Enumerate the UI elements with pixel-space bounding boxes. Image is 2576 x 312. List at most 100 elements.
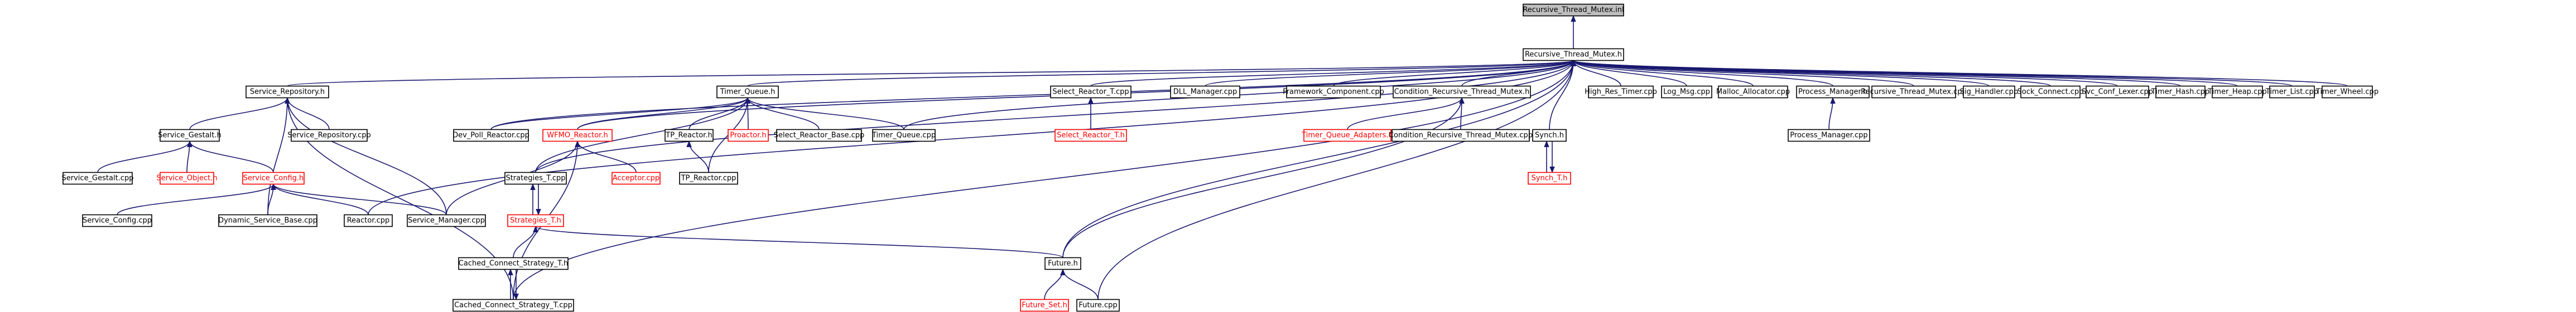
node-pm-h[interactable]: Process_Manager.h (1796, 85, 1870, 99)
node-tp-cpp[interactable]: TP_Reactor.cpp (679, 172, 738, 185)
node-future-h[interactable]: Future.h (1044, 257, 1081, 270)
node-twheel[interactable]: Timer_Wheel.cpp (2315, 85, 2378, 99)
node-label: Dev_Poll_Reactor.cpp (452, 131, 529, 140)
node-label: Framework_Component.cpp (1283, 88, 1384, 96)
node-tqa[interactable]: Timer_Queue_Adapters.h (1301, 129, 1393, 142)
node-hrt[interactable]: High_Res_Timer.cpp (1585, 85, 1657, 99)
node-tp-h[interactable]: TP_Reactor.h (665, 129, 714, 142)
arrowhead-n_tp_cpp-to-n_tp_h (686, 140, 692, 147)
node-label: Timer_Queue.h (720, 88, 776, 96)
node-svc-lexer[interactable]: Svc_Conf_Lexer.cpp (2082, 85, 2153, 99)
node-box (1523, 3, 1624, 17)
node-future-set[interactable]: Future_Set.h (1020, 299, 1069, 312)
edge-n_pm_h-to-n_rtm_h (1573, 60, 1833, 87)
node-box (82, 214, 152, 227)
node-label: Select_Reactor_T.h (1057, 131, 1125, 140)
arrowhead-n_ccs_cpp-to-n_srep_h (285, 97, 290, 104)
node-sock[interactable]: Sock_Connect.cpp (2018, 85, 2084, 99)
node-rtm-cpp[interactable]: Recursive_Thread_Mutex.cpp (1861, 85, 1967, 99)
edge-n_dev_poll-to-n_tq_h (490, 97, 748, 130)
node-strat-h[interactable]: Strategies_T.h (507, 214, 564, 227)
node-box (1788, 129, 1870, 142)
node-proactor[interactable]: Proactor.h (728, 129, 769, 142)
node-label: Future_Set.h (1022, 301, 1067, 310)
node-reactor[interactable]: Reactor.cpp (344, 214, 393, 227)
edge-n_sc_h-to-n_sg_h (189, 141, 274, 173)
node-tq-cpp[interactable]: Timer_Queue.cpp (871, 129, 936, 142)
edge-n_strat_cpp-to-n_tq_h (535, 98, 748, 173)
node-srep-h[interactable]: Service_Repository.h (245, 85, 329, 99)
node-ccs-cpp[interactable]: Cached_Connect_Strategy_T.cpp (452, 299, 574, 312)
node-label: Timer_Heap.cpp (2207, 88, 2266, 96)
node-label: Timer_Wheel.cpp (2315, 88, 2378, 96)
node-box (1871, 85, 1956, 99)
node-box (507, 214, 564, 227)
edge-n_sm-to-n_sc_h (273, 184, 447, 215)
node-sc-cpp[interactable]: Service_Config.cpp (82, 214, 152, 227)
arrowhead-n_rtm_h-to-n_root (1571, 15, 1576, 22)
node-future-cpp[interactable]: Future.cpp (1076, 299, 1120, 312)
node-strat-cpp[interactable]: Strategies_T.cpp (504, 172, 567, 185)
node-sc-h[interactable]: Service_Config.h (242, 172, 305, 185)
node-label: Synch_T.h (1532, 174, 1568, 183)
node-srep-cpp[interactable]: Service_Repository.cpp (287, 129, 371, 142)
node-box (1044, 257, 1081, 270)
node-crtm-cpp[interactable]: Condition_Recursive_Thread_Mutex.cpp (1389, 129, 1533, 142)
node-ccs-h[interactable]: Cached_Connect_Strategy_T.h (458, 257, 569, 270)
node-box (2086, 85, 2149, 99)
node-so-h[interactable]: Service_Object.h (156, 172, 218, 185)
node-box (1718, 85, 1788, 99)
node-synch-h[interactable]: Synch.h (1532, 129, 1567, 142)
node-box (872, 129, 936, 142)
node-tlist[interactable]: Timer_List.cpp (2265, 85, 2318, 99)
node-sm[interactable]: Service_Manager.cpp (407, 214, 486, 227)
edge-n_sg_cpp-to-n_sg_h (97, 141, 190, 173)
node-malloc[interactable]: Malloc_Allocator.cpp (1716, 85, 1790, 99)
node-dev-poll[interactable]: Dev_Poll_Reactor.cpp (452, 129, 529, 142)
node-fw[interactable]: Framework_Component.cpp (1283, 85, 1384, 99)
node-sg-h[interactable]: Service_Gestalt.h (158, 129, 222, 142)
node-crtm-h[interactable]: Condition_Recursive_Thread_Mutex.h (1393, 85, 1531, 99)
node-box (1393, 85, 1531, 99)
node-wfmo-h[interactable]: WFMO_Reactor.h (542, 129, 613, 142)
node-acceptor[interactable]: Acceptor.cpp (612, 172, 661, 185)
node-srt-cpp[interactable]: Select_Reactor_T.cpp (1050, 85, 1131, 99)
node-srt-h[interactable]: Select_Reactor_T.h (1055, 129, 1127, 142)
node-dll[interactable]: DLL_Manager.cpp (1170, 85, 1240, 99)
node-box (1076, 299, 1120, 312)
edge-n_fw-to-n_rtm_h (1333, 60, 1574, 87)
node-label: Strategies_T.cpp (505, 174, 565, 183)
node-label: Process_Manager.cpp (1790, 131, 1867, 140)
node-box (245, 85, 329, 99)
node-label: Dynamic_Service_Base.cpp (218, 217, 317, 225)
node-srb[interactable]: Select_Reactor_Base.cpp (774, 129, 865, 142)
node-tq-h[interactable]: Timer_Queue.h (716, 85, 779, 99)
edge-n_svc_lexer-to-n_rtm_h (1573, 60, 2118, 87)
node-synch-t[interactable]: Synch_T.h (1528, 172, 1571, 185)
arrowhead-n_synch_h-to-n_synch_t (1549, 167, 1555, 173)
node-sig[interactable]: Sig_Handler.cpp (1960, 85, 2018, 99)
node-label: Proactor.h (730, 131, 766, 140)
edge-n_future_h-to-n_rtm_h (1062, 60, 1574, 258)
node-dsb[interactable]: Dynamic_Service_Base.cpp (218, 214, 317, 227)
edge-n_twheel-to-n_rtm_h (1573, 60, 2348, 87)
node-label: Cached_Connect_Strategy_T.cpp (454, 301, 572, 310)
node-label: Service_Repository.h (250, 88, 325, 96)
node-rtm-h[interactable]: Recursive_Thread_Mutex.h (1523, 48, 1624, 61)
edge-n_srep_h-to-n_rtm_h (287, 60, 1574, 87)
arrowhead-n_ccs_cpp-to-n_wfmo_h (575, 140, 580, 147)
edge-n_strat_cpp-to-n_rtm_h (535, 60, 1574, 173)
node-label: Process_Manager.h (1798, 88, 1867, 96)
node-label: Service_Object.h (156, 174, 217, 183)
node-th-hash[interactable]: Timer_Hash.cpp (2151, 85, 2209, 99)
node-log[interactable]: Log_Msg.cpp (1661, 85, 1712, 99)
arrowhead-n_sc_h-to-n_sg_h (187, 140, 192, 147)
node-label: Future.cpp (1078, 301, 1117, 310)
node-pm-cpp[interactable]: Process_Manager.cpp (1788, 129, 1870, 142)
node-box (2322, 85, 2373, 99)
arrowhead-n_ccs_cpp-to-n_ccs_h (508, 269, 513, 275)
node-th-heap[interactable]: Timer_Heap.cpp (2207, 85, 2267, 99)
node-sg-cpp[interactable]: Service_Gestalt.cpp (62, 172, 134, 185)
edge-n_srep_cpp-to-n_srep_h (287, 98, 330, 130)
